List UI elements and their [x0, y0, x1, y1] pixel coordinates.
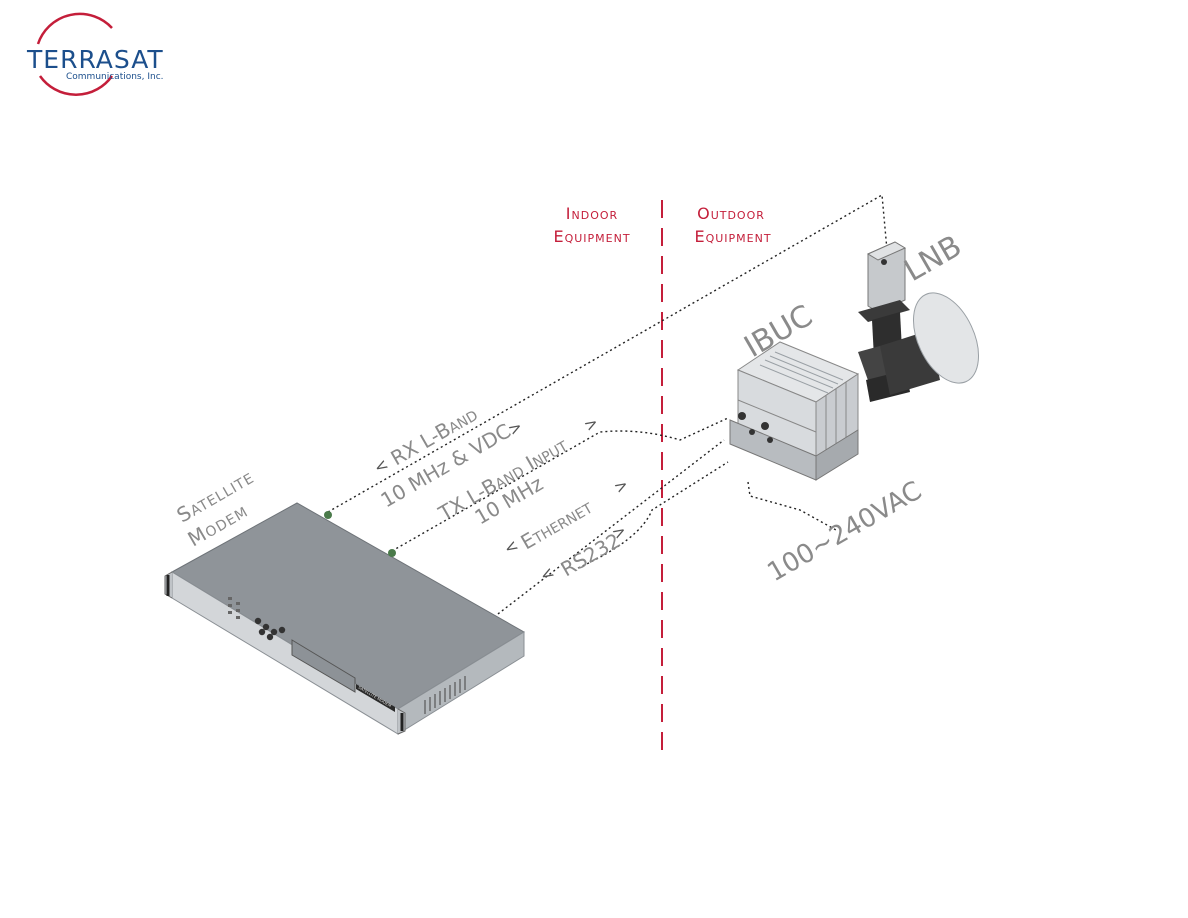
arrow-left-icon: < — [537, 562, 558, 585]
terrasat-logo: TERRASAT Communications, Inc. — [26, 12, 164, 96]
power-cable — [747, 481, 837, 531]
lnb-label: LNB — [899, 229, 968, 289]
outdoor-label-line2: Equipment — [694, 227, 771, 246]
logo-subtitle: Communications, Inc. — [66, 72, 164, 82]
arrow-left-icon: < — [371, 454, 392, 477]
ibuc-unit — [729, 341, 860, 481]
arrow-right-icon: > — [581, 412, 602, 435]
lnb-assembly — [858, 241, 979, 402]
satellite-modem: SATELLITE MODEM — [164, 502, 525, 735]
dish-icon — [913, 292, 979, 384]
rx-cable — [327, 193, 888, 513]
logo-name: TERRASAT — [26, 45, 164, 74]
power-label: 100~240VAC — [763, 476, 928, 588]
cables — [327, 193, 888, 618]
indoor-label-line2: Equipment — [553, 227, 630, 246]
indoor-label-line1: Indoor — [566, 204, 618, 223]
ethernet-cable — [493, 439, 725, 618]
arrow-right-icon: > — [611, 474, 632, 497]
outdoor-label-line1: Outdoor — [697, 204, 765, 223]
outdoor-label: Outdoor Equipment — [694, 204, 771, 246]
indoor-label: Indoor Equipment — [553, 204, 630, 246]
rs232-cable — [577, 461, 729, 569]
